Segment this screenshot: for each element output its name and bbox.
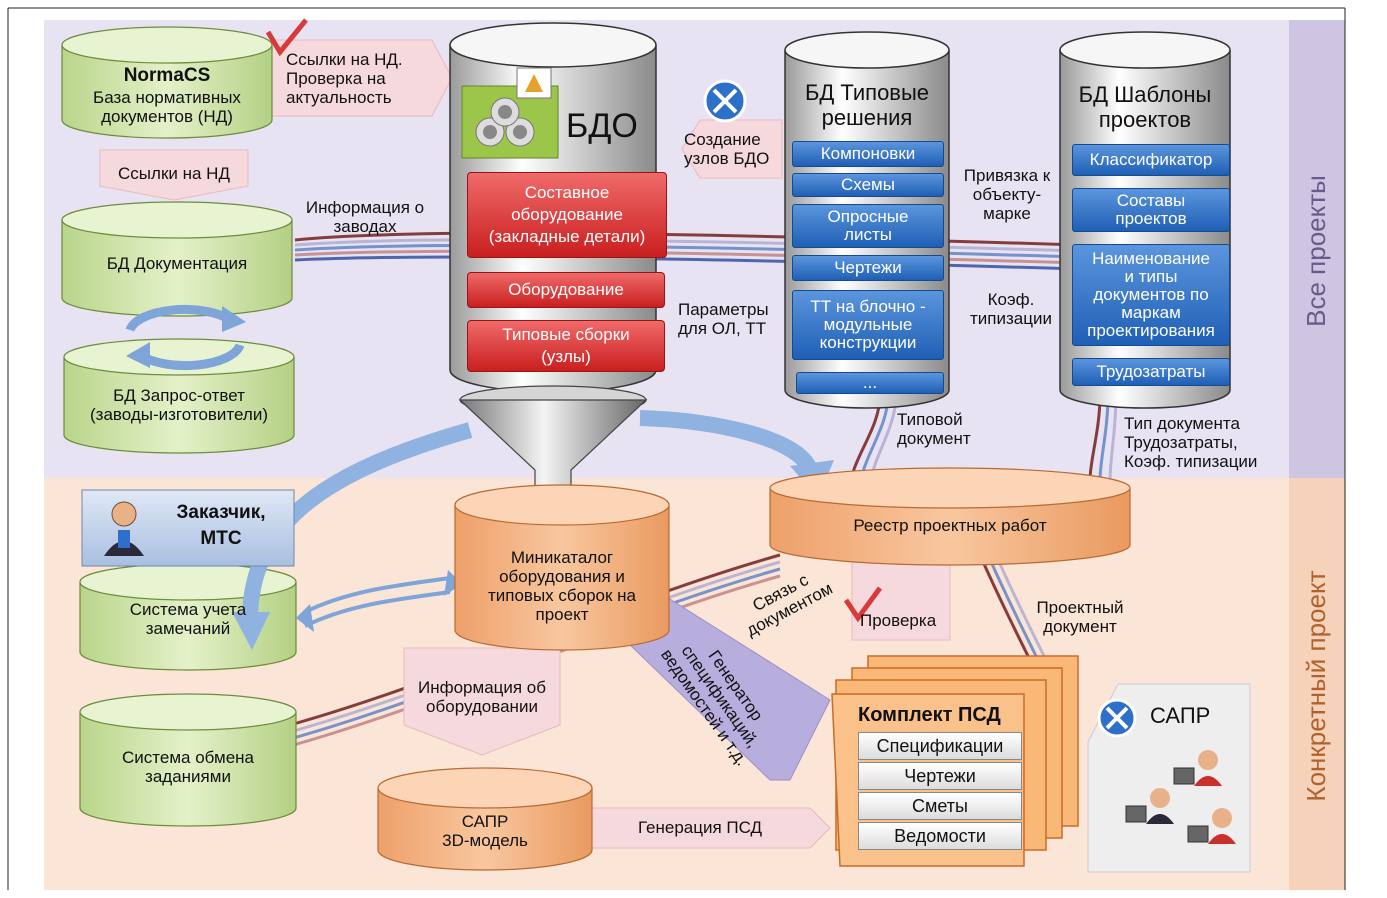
- documentation-db-label: БД Документация: [106, 254, 248, 273]
- psd-item-estimates: Сметы: [858, 792, 1022, 820]
- minicatalog-db-label: Миникаталог оборудования и типовых сборо…: [487, 548, 637, 624]
- psd-item-statements: Ведомости: [858, 822, 1022, 850]
- pipes-icon: [461, 67, 559, 159]
- create-nodes-label: Создание узлов БДО: [684, 130, 770, 168]
- registry-db-label: Реестр проектных работ: [853, 516, 1047, 535]
- cad3d-db-label: САПР 3D-модель: [442, 812, 528, 850]
- nd-links-label: Ссылки на НД: [118, 164, 230, 183]
- psd-title: Комплект ПСД: [858, 704, 1001, 726]
- plant-info-label: Информация о заводах: [305, 198, 425, 236]
- typical-doc-label: Типовой документ: [897, 410, 971, 448]
- template-item-labor: Трудозатраты: [1072, 358, 1230, 386]
- template-item-doc-types: Наименование и типы документов по маркам…: [1072, 244, 1230, 346]
- cycle-arrows: [125, 304, 245, 371]
- cad-label: САПР: [1150, 703, 1211, 728]
- templates-db-title: БД Шаблоны проектов: [1078, 82, 1212, 132]
- task-exchange-db-label: Система обмена заданиями: [122, 748, 254, 786]
- bdo-item-equipment: Оборудование: [467, 272, 665, 308]
- nd-links-check-label: Ссылки на НД. Проверка на актуальность: [286, 50, 403, 107]
- project-doc-label: Проектный документ: [1036, 598, 1124, 636]
- all-projects-label: Все проекты: [1301, 175, 1331, 327]
- callout-arrows: [99, 39, 951, 849]
- remarks-db-label: Система учета замечаний: [129, 600, 247, 638]
- equip-info-label: Информация об оборудовании: [418, 678, 546, 716]
- concrete-project-label: Конкретный проект: [1301, 570, 1331, 802]
- generation-label: Генерация ПСД: [637, 818, 763, 837]
- doc-type-label: Тип документа Трудозатраты, Коэф. типиза…: [1124, 414, 1258, 471]
- concrete-project-side: [1289, 478, 1345, 890]
- orange-databases: [377, 467, 1131, 871]
- bdo-item-composite: Составное оборудование (закладные детали…: [467, 172, 667, 258]
- check-label: Проверка: [860, 611, 937, 630]
- workers-icon: [1125, 750, 1236, 844]
- typical-item-drawings: Чертежи: [792, 255, 944, 281]
- typical-item-layouts: Компоновки: [792, 141, 944, 167]
- person-icon: [104, 501, 144, 556]
- bdo-item-assemblies: Типовые сборки (узлы): [467, 320, 665, 372]
- bind-object-label: Привязка к объекту- марке: [963, 166, 1051, 223]
- template-item-classifier: Классификатор: [1072, 144, 1230, 176]
- template-item-compositions: Составы проектов: [1072, 188, 1230, 232]
- customer-label: Заказчик, МТС: [176, 502, 266, 549]
- check-icon: [265, 18, 308, 57]
- params-label: Параметры для ОЛ, ТТ: [678, 300, 769, 338]
- bdo-title: БДО: [566, 107, 638, 145]
- check-icon-2: [843, 586, 883, 623]
- cad-tools-icon: [1097, 698, 1137, 738]
- tools-icon: [703, 79, 747, 123]
- typical-item-schemes: Схемы: [792, 173, 944, 197]
- typical-db-title: БД Типовые решения: [804, 80, 930, 130]
- all-projects-side: [1289, 20, 1345, 478]
- green-databases: [61, 26, 297, 827]
- psd-item-specifications: Спецификации: [858, 732, 1022, 760]
- coef-label: Коэф. типизации: [970, 290, 1052, 328]
- qa-db-label: БД Запрос-ответ (заводы-изготовители): [90, 386, 268, 424]
- typical-item-more: ...: [796, 372, 944, 394]
- psd-item-drawings: Чертежи: [858, 762, 1022, 790]
- typical-item-tt: ТТ на блочно - модульные конструкции: [792, 290, 944, 360]
- normacs-title: NormaCS: [123, 65, 211, 86]
- normacs-subtitle: База нормативных документов (НД): [93, 88, 241, 126]
- typical-item-questionnaires: Опросные листы: [792, 204, 944, 248]
